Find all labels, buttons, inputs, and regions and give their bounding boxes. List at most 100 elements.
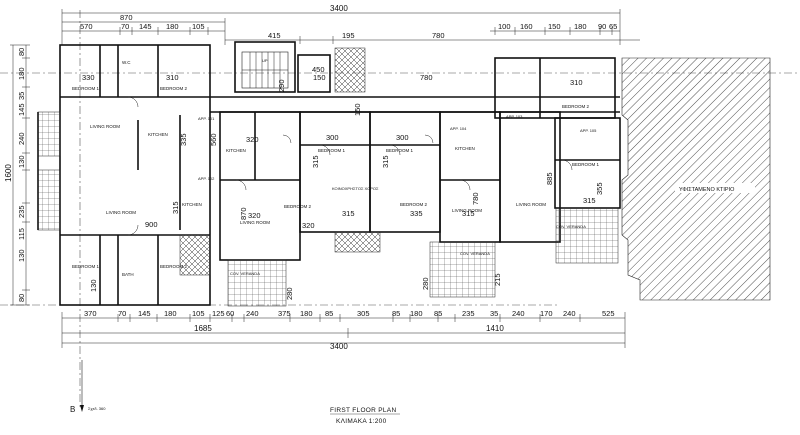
dim-bottom-21: 525 bbox=[602, 309, 615, 318]
interior-dim: 280 bbox=[421, 277, 430, 290]
dim-top-4: 180 bbox=[166, 22, 179, 31]
room-label: LIVING ROOM bbox=[240, 220, 270, 225]
room-label: APP. 105 bbox=[580, 128, 597, 133]
interior-dim: 320 bbox=[302, 221, 315, 230]
top-dimension-chain: 3400 870 570 70 145 180 105 415 195 780 … bbox=[61, 4, 640, 45]
section-marker: B Σχεδ. 360 bbox=[70, 360, 106, 414]
dim-left-10: 80 bbox=[17, 294, 26, 302]
dim-top-1: 570 bbox=[80, 22, 93, 31]
interior-dim: 315 bbox=[381, 155, 390, 168]
interior-dim: 150 bbox=[353, 103, 362, 116]
interior-dim: 335 bbox=[410, 209, 423, 218]
room-label: BEDROOM 1 bbox=[572, 162, 600, 167]
interior-dim: 310 bbox=[166, 73, 179, 82]
interior-dim: 330 bbox=[82, 73, 95, 82]
interior-dim: 355 bbox=[595, 182, 604, 195]
existing-building-label: ΥΦΙΣΤΑΜΕΝΟ ΚΤΙΡΙΟ bbox=[679, 187, 735, 193]
section-marker-label: B bbox=[70, 405, 75, 414]
room-label: KITCHEN bbox=[226, 148, 246, 153]
dim-left-4: 145 bbox=[17, 103, 26, 116]
dim-bottom-20: 240 bbox=[563, 309, 576, 318]
dim-top-11: 150 bbox=[548, 22, 561, 31]
dim-bottom-15: 85 bbox=[434, 309, 442, 318]
dim-left-overall: 1600 bbox=[4, 164, 13, 182]
interior-dim: 900 bbox=[145, 220, 158, 229]
dim-top-14: 65 bbox=[609, 22, 617, 31]
interior-dim: 215 bbox=[493, 273, 502, 286]
interior-dim: 870 bbox=[239, 207, 248, 220]
room-label: BEDROOM 2 bbox=[562, 104, 590, 109]
dim-bottom-6: 125 bbox=[212, 309, 225, 318]
dim-bottom-11: 85 bbox=[325, 309, 333, 318]
room-label: ΚΟΙΝΟΧΡΗΣΤΟΣ ΧΩΡΟΣ bbox=[332, 186, 379, 191]
room-label: APP. 103 bbox=[506, 114, 523, 119]
interior-dim: 315 bbox=[342, 209, 355, 218]
room-label: BEDROOM 1 bbox=[72, 264, 100, 269]
dim-bottom-8: 240 bbox=[246, 309, 259, 318]
dim-top-6: 415 bbox=[268, 31, 281, 40]
interior-dim: 315 bbox=[311, 155, 320, 168]
room-label: APP. 101 bbox=[198, 116, 215, 121]
dim-bottom-14: 180 bbox=[410, 309, 423, 318]
interior-dim: 300 bbox=[396, 133, 409, 142]
dim-bottom-9: 375 bbox=[278, 309, 291, 318]
dim-bottom-18: 240 bbox=[512, 309, 525, 318]
dim-left-8: 115 bbox=[17, 228, 26, 240]
interior-dim: 885 bbox=[545, 172, 554, 185]
interior-dim: 150 bbox=[313, 73, 326, 82]
interior-dim: 320 bbox=[246, 135, 259, 144]
dim-bottom-7: 60 bbox=[226, 309, 234, 318]
dim-top-10: 160 bbox=[520, 22, 533, 31]
room-label: BEDROOM 2 bbox=[160, 264, 188, 269]
room-label: LIVING ROOM bbox=[452, 208, 482, 213]
dim-left-2: 180 bbox=[17, 67, 26, 80]
dim-bottom-4: 180 bbox=[164, 309, 177, 318]
interior-dim: 310 bbox=[570, 78, 583, 87]
room-label: BEDROOM 2 bbox=[400, 202, 428, 207]
room-label: BEDROOM 2 bbox=[160, 86, 188, 91]
interior-dim: 315 bbox=[583, 196, 596, 205]
drawing-scale: ΚΛΙΜΑΚΑ 1:200 bbox=[336, 418, 387, 425]
room-label: LIVING ROOM bbox=[516, 202, 546, 207]
interior-dim: 560 bbox=[209, 133, 218, 146]
dim-bottom-5: 105 bbox=[192, 309, 205, 318]
dim-bottom-1: 370 bbox=[84, 309, 97, 318]
dim-top-5: 105 bbox=[192, 22, 205, 31]
room-label: KITCHEN bbox=[182, 202, 202, 207]
room-label: BEDROOM 1 bbox=[318, 148, 346, 153]
interior-dim: 780 bbox=[420, 73, 433, 82]
room-label: APP. 102 bbox=[198, 176, 215, 181]
dim-top-3: 145 bbox=[139, 22, 152, 31]
room-label: COV. VERANDA bbox=[556, 224, 586, 229]
dim-bottom-left-total: 1685 bbox=[194, 324, 212, 333]
room-label: KITCHEN bbox=[148, 132, 168, 137]
dim-top-9: 100 bbox=[498, 22, 511, 31]
bottom-dimension-chain: 370 70 145 180 105 125 60 240 375 180 85… bbox=[61, 309, 626, 351]
stair-label: UP bbox=[262, 58, 268, 63]
section-note: Σχεδ. 360 bbox=[88, 406, 106, 411]
dim-top-left-total: 870 bbox=[120, 13, 133, 22]
interior-dim: 780 bbox=[471, 192, 480, 205]
dim-bottom-17: 35 bbox=[490, 309, 498, 318]
dim-left-6: 130 bbox=[17, 155, 26, 168]
drawing-title: FIRST FLOOR PLAN bbox=[330, 407, 396, 414]
door-swings bbox=[127, 96, 573, 236]
room-labels: BEDROOM 1 BEDROOM 2 W.C LIVING ROOM KITC… bbox=[72, 58, 600, 277]
room-label: BEDROOM 2 bbox=[284, 204, 312, 209]
room-label: LIVING ROOM bbox=[90, 124, 120, 129]
dim-top-13: 90 bbox=[598, 22, 606, 31]
dim-left-9: 130 bbox=[17, 249, 26, 262]
interior-dimensions: 330 310 150 320 300 300 900 320 320 335 … bbox=[82, 65, 604, 300]
room-label: APP. 104 bbox=[450, 126, 467, 131]
dim-bottom-overall: 3400 bbox=[330, 342, 348, 351]
dim-bottom-3: 145 bbox=[138, 309, 151, 318]
dim-left-7: 235 bbox=[17, 205, 26, 218]
dim-bottom-16: 235 bbox=[462, 309, 475, 318]
interior-dim: 300 bbox=[326, 133, 339, 142]
dim-top-7: 195 bbox=[342, 31, 355, 40]
dim-bottom-2: 70 bbox=[118, 309, 126, 318]
dim-bottom-19: 170 bbox=[540, 309, 553, 318]
interior-dim: 335 bbox=[179, 133, 188, 146]
dim-left-5: 240 bbox=[17, 132, 26, 145]
